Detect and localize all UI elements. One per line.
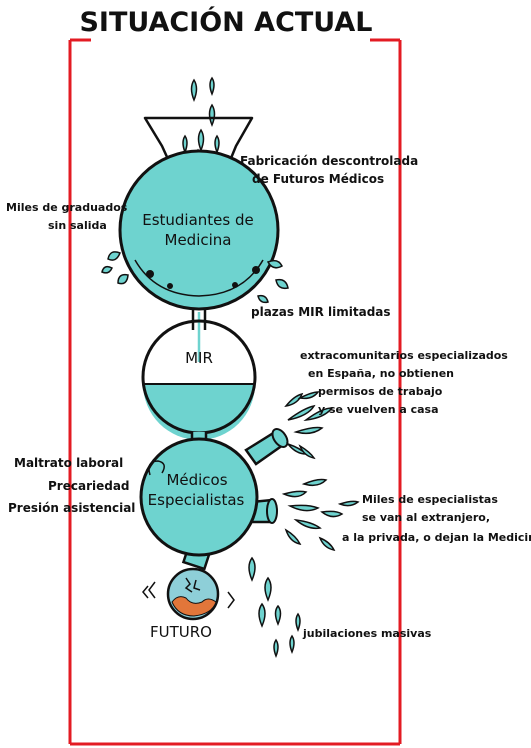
especialistas-label-1: Miles de especialistas [362,493,498,506]
specialists-label-2: Especialistas [148,491,245,509]
graduados-label-2: sin salida [48,219,107,232]
diagram-title: SITUACIÓN ACTUAL [79,6,372,38]
plazas-label: plazas MIR limitadas [251,305,391,319]
maltrato-label-2: Precariedad [48,479,130,493]
retirement-drops [249,558,300,656]
fabricacion-label-2: de Futuros Médicos [252,172,384,186]
graduados-label-1: Miles de graduados [6,201,128,214]
maltrato-label-3: Presión asistencial [8,501,135,515]
maltrato-label-1: Maltrato laboral [14,456,123,470]
especialistas-label-3: a la privada, o dejan la Medicina [342,531,531,544]
fabricacion-label-1: Fabricación descontrolada [240,154,418,168]
spray-drops-upper [286,392,332,458]
future-label: FUTURO [150,623,212,641]
mir-label: MIR [185,349,213,367]
especialistas-label-2: se van al extranjero, [362,511,490,524]
extracom-label-4: y se vuelven a casa [318,403,439,416]
extracom-label-3: permisos de trabajo [318,385,443,398]
jubilaciones-label: jubilaciones masivas [302,627,432,640]
students-label-1: Estudiantes de [142,211,254,229]
extracom-label-2: en España, no obtienen [308,367,454,380]
earth-globe [143,569,234,619]
students-label-2: Medicina [165,231,232,249]
specialists-label-1: Médicos [166,471,227,489]
extracom-label-1: extracomunitarios especializados [300,349,508,362]
